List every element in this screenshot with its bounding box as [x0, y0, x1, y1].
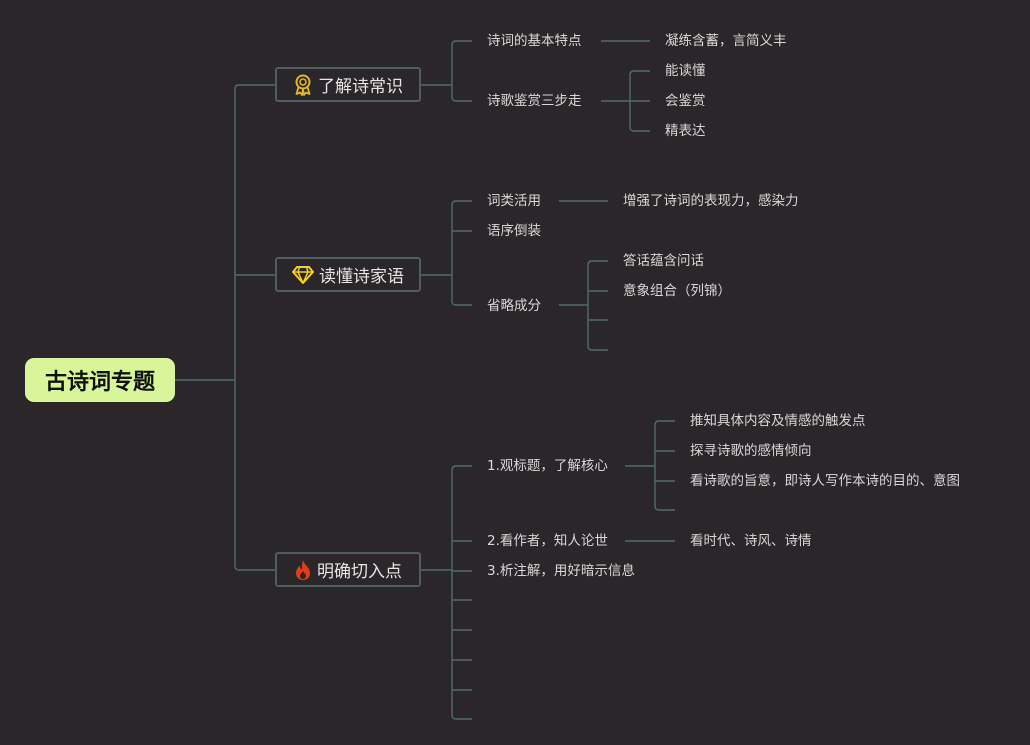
connector-line: [629, 70, 650, 76]
sub-topic[interactable]: 诗词的基本特点: [487, 33, 582, 49]
diamond-icon: [292, 265, 314, 284]
sub-topic[interactable]: 诗歌鉴赏三步走: [487, 93, 582, 109]
topic-label: 明确切入点: [317, 562, 402, 582]
connector-line: [629, 126, 650, 132]
topic-poet-language[interactable]: 读懂诗家语: [275, 257, 421, 292]
connector-line: [451, 200, 472, 206]
connector-line: [451, 465, 472, 471]
leaf-topic[interactable]: 答话蕴含问话: [623, 253, 704, 269]
connector-line: [451, 714, 472, 720]
root-label: 古诗词专题: [44, 370, 155, 395]
sub-topic[interactable]: 省略成分: [487, 298, 541, 314]
connector-line: [654, 420, 675, 426]
topic-entry-point[interactable]: 明确切入点: [275, 552, 421, 587]
leaf-topic[interactable]: 会鉴赏: [665, 93, 706, 109]
connector-line: [451, 300, 472, 306]
sub-topic[interactable]: 2.看作者，知人论世: [487, 533, 608, 549]
leaf-topic[interactable]: 探寻诗歌的感情倾向: [690, 443, 812, 459]
connector-line: [654, 505, 675, 511]
leaf-topic[interactable]: 看时代、诗风、诗情: [690, 533, 812, 549]
leaf-topic[interactable]: 推知具体内容及情感的触发点: [690, 413, 866, 429]
topic-label: 读懂诗家语: [319, 267, 404, 287]
leaf-topic[interactable]: 凝练含蓄，言简义丰: [665, 33, 787, 49]
connector-line: [234, 565, 275, 571]
root-topic[interactable]: 古诗词专题: [25, 358, 175, 402]
fire-icon: [296, 559, 310, 580]
connector-line: [451, 40, 472, 46]
sub-topic[interactable]: 3.析注解，用好暗示信息: [487, 563, 635, 579]
topic-poetry-knowledge[interactable]: 了解诗常识: [275, 67, 421, 102]
sub-topic[interactable]: 语序倒装: [487, 223, 541, 239]
leaf-topic[interactable]: 增强了诗词的表现力，感染力: [623, 193, 799, 209]
connector-line: [234, 84, 275, 90]
sub-topic[interactable]: 1.观标题，了解核心: [487, 458, 608, 474]
connector-line: [451, 96, 472, 102]
topic-label: 了解诗常识: [318, 77, 403, 97]
award-ribbon-icon: [295, 74, 311, 96]
connector-line: [587, 260, 608, 266]
connector-line: [587, 345, 608, 351]
sub-topic[interactable]: 词类活用: [487, 193, 541, 209]
leaf-topic[interactable]: 能读懂: [665, 63, 706, 79]
leaf-topic[interactable]: 意象组合（列锦）: [623, 283, 731, 299]
leaf-topic[interactable]: 精表达: [665, 123, 706, 139]
leaf-topic[interactable]: 看诗歌的旨意，即诗人写作本诗的目的、意图: [690, 473, 960, 489]
